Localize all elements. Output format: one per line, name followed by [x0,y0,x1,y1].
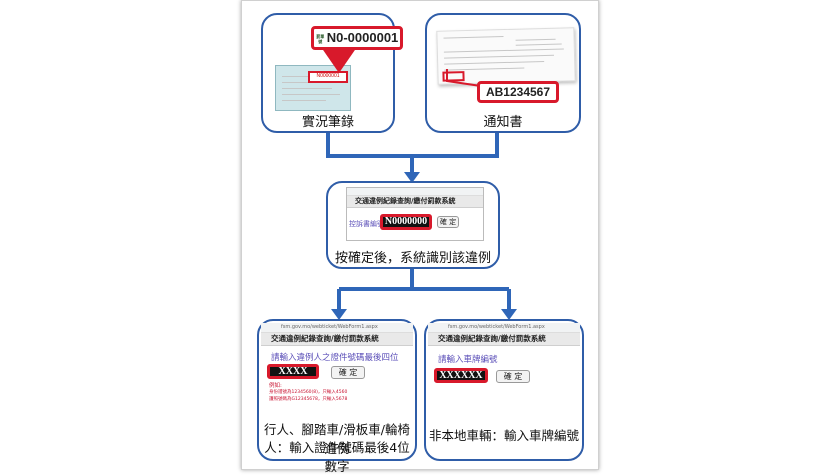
box-confirm-step: 交通違例紀錄查詢/繳付罰款系統 控訴書編號 N0000000 確 定 按確定後，… [326,181,500,269]
screenshot-plate-form: fsm.gov.mo/webticket/WebForm1.aspx 交通違例紀… [428,323,580,391]
box-pedestrian: fsm.gov.mo/webticket/WebForm1.aspx 交通違例紀… [257,319,417,474]
system-title: 交通違例紀錄查詢/繳付罰款系統 [347,196,483,208]
prompt-plate: 請輸入車牌編號 [438,355,498,365]
caption-pedestrian-line-2: 人：輸入證件號碼最後4位數字 [264,440,410,474]
arrow-head-middle [404,172,420,183]
example-line-2: 護照號碼為G12345678，只輸入5678 [269,397,348,402]
system-title: 交通違例紀錄查詢/繳付罰款系統 [428,333,580,346]
screenshot-url-bar: fsm.gov.mo/webticket/WebForm1.aspx [428,323,580,333]
system-title: 交通違例紀錄查詢/繳付罰款系統 [261,333,413,346]
screenshot-pedestrian-form: fsm.gov.mo/webticket/WebForm1.aspx 交通違例紀… [261,323,413,413]
flow-connectors [326,133,517,320]
example-line-1: 身份證號為1234560(8)，只輸入4560 [269,390,348,395]
id-digits-input[interactable]: XXXX [267,364,319,379]
caption-ticket-record: 實況筆錄 [301,115,354,130]
confirm-button[interactable]: 確 定 [331,366,365,379]
screenshot-url-bar: fsm.gov.mo/webticket/WebForm1.aspx [261,323,413,333]
caption-confirm-step: 按確定後，系統識別該違例 [334,251,491,266]
caption-nonlocal-vehicle: 非本地車輛：輸入車牌編號 [428,428,579,443]
box-nonlocal-vehicle: fsm.gov.mo/webticket/WebForm1.aspx 交通違例紀… [424,319,584,461]
caption-pedestrian-line-1: 行人、腳踏車/滑板車/輪椅違例 [264,422,410,456]
connector-split [337,269,511,311]
field-label: 控訴書編號 [349,220,384,228]
ticket-image: N0000001 [275,65,351,111]
arrow-head-right [501,309,517,320]
ticket-number-small: N0000001 [308,71,348,83]
connector-top [326,133,499,158]
box-notice: AB1234567 通知書 [425,13,581,133]
prompt-id-digits: 請輸入違例人之證件號碼最後四位 [271,353,399,363]
ticket-input[interactable]: N0000000 [380,214,432,230]
callout-prefix: 罰單號 [316,33,325,44]
arrow-head-left [331,309,347,320]
screenshot-url-bar [347,188,483,196]
notice-number-callout: AB1234567 [477,81,559,103]
confirm-button[interactable]: 確 定 [496,370,530,383]
example-title: 例如: [269,383,282,389]
confirm-button[interactable]: 確 定 [437,216,459,228]
plate-input[interactable]: XXXXXX [434,368,488,383]
screenshot-query-form: 交通違例紀錄查詢/繳付罰款系統 控訴書編號 N0000000 確 定 [346,187,484,241]
caption-notice: 通知書 [483,115,523,130]
callout-pointer [321,47,357,73]
